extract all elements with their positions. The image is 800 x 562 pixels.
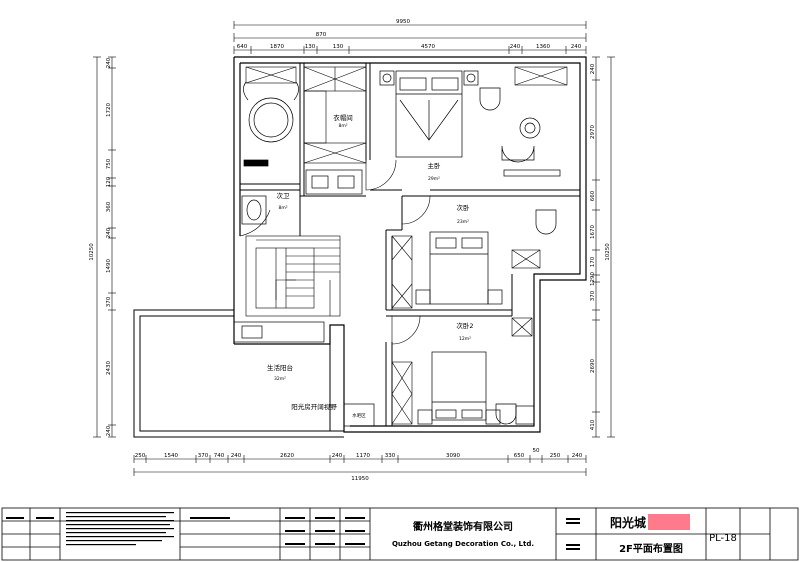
staircase xyxy=(245,235,341,317)
door-swings xyxy=(239,159,431,345)
dim-bottom-seg: 330 xyxy=(385,453,396,459)
second-bedroom-furniture xyxy=(415,209,557,305)
room-area-second-bedroom: 23m² xyxy=(457,219,469,225)
master-bed xyxy=(379,70,479,158)
title-block-frame xyxy=(1,507,799,561)
dim-bottom-seg: 250 xyxy=(550,453,561,459)
dim-top-seg: 240 xyxy=(571,44,582,50)
dim-bottom-seg: 250 xyxy=(135,453,146,459)
dim-bottom-seg: 3090 xyxy=(446,453,460,459)
room-label-walk-in-closet: 衣帽间 xyxy=(333,113,353,122)
dim-bottom-seg: 1170 xyxy=(356,453,370,459)
company-name-cn: 衢州格堂装饰有限公司 xyxy=(413,520,513,533)
dim-right-seg: 1290 xyxy=(590,272,596,286)
room-label-second-bath: 次卫 xyxy=(277,191,291,200)
dim-right-seg: 170 xyxy=(590,256,596,267)
dim-right-seg: 660 xyxy=(590,190,596,201)
dim-right-seg: 370 xyxy=(590,290,596,301)
dim-bottom-seg: 650 xyxy=(514,453,525,459)
room-area-second-bedroom-2: 12m² xyxy=(459,336,471,342)
dim-top-sub: 870 xyxy=(316,32,327,38)
dim-right-seg: 240 xyxy=(590,63,596,74)
dim-right-overall: 10250 xyxy=(605,243,611,261)
room-label-second-bedroom-2: 次卧2 xyxy=(456,321,473,330)
dim-bottom-seg: 50 xyxy=(533,448,540,454)
room-label-master-bedroom: 主卧 xyxy=(428,161,442,170)
dim-left-seg: 1490 xyxy=(106,259,112,273)
dim-bottom-seg: 740 xyxy=(214,453,225,459)
laundry-counter xyxy=(233,321,375,427)
project-name: 阳光城 xyxy=(610,515,646,530)
stair-note: 阳光房开阔视野 xyxy=(291,402,337,411)
right-dimension-lines xyxy=(592,56,615,438)
dim-left-seg: 120 xyxy=(106,176,112,187)
dim-left-seg: 750 xyxy=(106,158,112,169)
dim-bottom-seg: 240 xyxy=(332,453,343,459)
dim-left-seg: 2430 xyxy=(106,361,112,375)
dim-top-seg: 130 xyxy=(305,44,316,50)
dim-bottom-seg: 370 xyxy=(198,453,209,459)
dim-top-seg: 130 xyxy=(333,44,344,50)
bottom-dimension-lines xyxy=(133,455,587,476)
title-block-fine-text xyxy=(6,512,580,550)
terrace-outline xyxy=(133,309,344,438)
water-bar-label: 水吧区 xyxy=(352,412,366,419)
dim-right-seg: 2690 xyxy=(590,359,596,373)
dim-right-seg: 410 xyxy=(590,419,596,430)
dim-left-seg: 240 xyxy=(106,227,112,238)
dim-bottom-seg: 1540 xyxy=(164,453,178,459)
dim-bottom-overall: 11950 xyxy=(351,476,369,482)
vanity-sinks xyxy=(305,169,363,195)
dim-top-seg: 1870 xyxy=(270,44,284,50)
dim-top-seg: 4570 xyxy=(421,44,435,50)
room-area-master-bedroom: 29m² xyxy=(428,176,440,182)
room-area-walk-in-closet: 8m² xyxy=(338,123,347,129)
dim-left-seg: 1720 xyxy=(106,103,112,117)
dim-top-seg: 1360 xyxy=(536,44,550,50)
dim-top-seg: 640 xyxy=(237,44,248,50)
dim-left-seg: 360 xyxy=(106,201,112,212)
dim-bottom-seg: 240 xyxy=(231,453,242,459)
dim-left-seg: 240 xyxy=(106,425,112,436)
second-bedroom-2-furniture xyxy=(417,351,535,425)
dim-top-seg: 240 xyxy=(510,44,521,50)
room-area-terrace: 32m² xyxy=(274,376,286,382)
bathroom-fixtures xyxy=(241,81,299,225)
drawing-code: PL-18 xyxy=(709,533,737,544)
room-label-second-bedroom: 次卧 xyxy=(457,203,471,212)
room-area-second-bath: 8m² xyxy=(278,205,287,211)
project-name-redaction xyxy=(648,514,690,530)
dim-right-seg: 1670 xyxy=(590,225,596,239)
dim-left-seg: 370 xyxy=(106,296,112,307)
dim-right-seg: 2970 xyxy=(590,125,596,139)
dim-bottom-seg: 240 xyxy=(572,453,583,459)
company-name-en: Quzhou Getang Decoration Co., Ltd. xyxy=(392,540,534,548)
dim-bottom-seg: 2620 xyxy=(280,453,294,459)
master-furniture xyxy=(479,87,561,177)
dim-left-seg: 240 xyxy=(106,57,112,68)
wardrobe-units xyxy=(245,66,568,425)
top-dimension-lines xyxy=(233,21,587,54)
dim-left-overall: 10250 xyxy=(89,243,95,261)
drawing-title: 2F平面布置图 xyxy=(619,542,683,555)
dim-top-overall: 9950 xyxy=(396,19,410,25)
left-dimension-lines xyxy=(93,56,116,438)
room-label-terrace: 生活阳台 xyxy=(267,363,293,372)
